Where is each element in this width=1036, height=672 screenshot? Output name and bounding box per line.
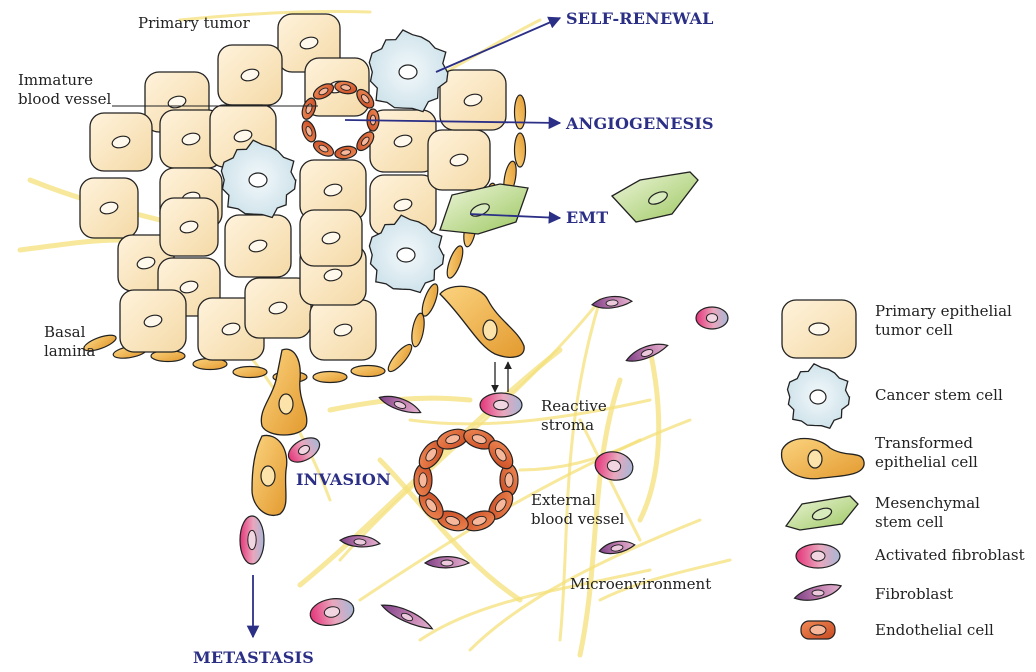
basal-lamina-cell <box>351 366 385 377</box>
legend-label-stem: Cancer stem cell <box>875 386 1003 405</box>
nucleus <box>261 466 275 486</box>
angiogenesis-label: ANGIOGENESIS <box>566 114 714 133</box>
legend-label-endothelial: Endothelial cell <box>875 621 994 640</box>
legend-label-transformed: Transformed epithelial cell <box>875 434 978 472</box>
transformed-cell-icon <box>782 439 865 479</box>
stroma-fiber <box>20 240 120 250</box>
basal-lamina-cell <box>515 95 526 129</box>
transformed-epithelial-cell <box>261 349 307 435</box>
self-renewal-arrow <box>436 18 560 72</box>
nucleus <box>809 323 829 335</box>
nucleus <box>808 450 822 468</box>
basal-lamina-cell <box>410 312 427 347</box>
transformed-epithelial-cell <box>440 286 524 357</box>
reactive-stroma-label: Reactive stroma <box>541 397 607 435</box>
nucleus <box>419 473 427 487</box>
self-renewal-label: SELF-RENEWAL <box>566 9 714 28</box>
nucleus <box>812 590 824 596</box>
basal-lamina-cell <box>233 367 267 378</box>
legend-icons <box>782 300 865 639</box>
basal-lamina-cell <box>385 341 415 374</box>
legend-label-fibroblast: Fibroblast <box>875 585 953 604</box>
basal-lamina-cell <box>313 372 347 383</box>
nucleus <box>397 248 415 262</box>
nucleus <box>811 551 825 561</box>
nucleus <box>279 394 293 414</box>
nucleus <box>441 560 453 566</box>
nucleus <box>810 390 826 404</box>
basal-lamina-label: Basal lamina <box>44 323 95 361</box>
nucleus <box>706 314 717 323</box>
nucleus <box>249 173 267 187</box>
legend-label-mesenchymal: Mesenchymal stem cell <box>875 494 980 532</box>
external-blood-vessel-label: External blood vessel <box>531 491 624 529</box>
legend-label-epithelial: Primary epithelial tumor cell <box>875 302 1012 340</box>
nucleus <box>494 400 509 410</box>
basal-lamina-cell <box>444 244 466 280</box>
legend-label-activated-fibroblast: Activated fibroblast <box>875 546 1025 565</box>
nucleus <box>483 320 497 340</box>
basal-lamina-cell <box>515 133 526 167</box>
nucleus <box>399 65 417 79</box>
nucleus <box>248 530 256 549</box>
nucleus <box>810 625 826 635</box>
immature-blood-vessel-label: Immature blood vessel <box>18 71 111 109</box>
metastasis-label: METASTASIS <box>193 648 314 667</box>
emt-label: EMT <box>566 208 608 227</box>
invasion-label: INVASION <box>296 470 391 489</box>
primary-tumor-label: Primary tumor <box>138 14 250 33</box>
nucleus <box>505 473 513 487</box>
microenvironment-label: Microenvironment <box>570 575 711 594</box>
